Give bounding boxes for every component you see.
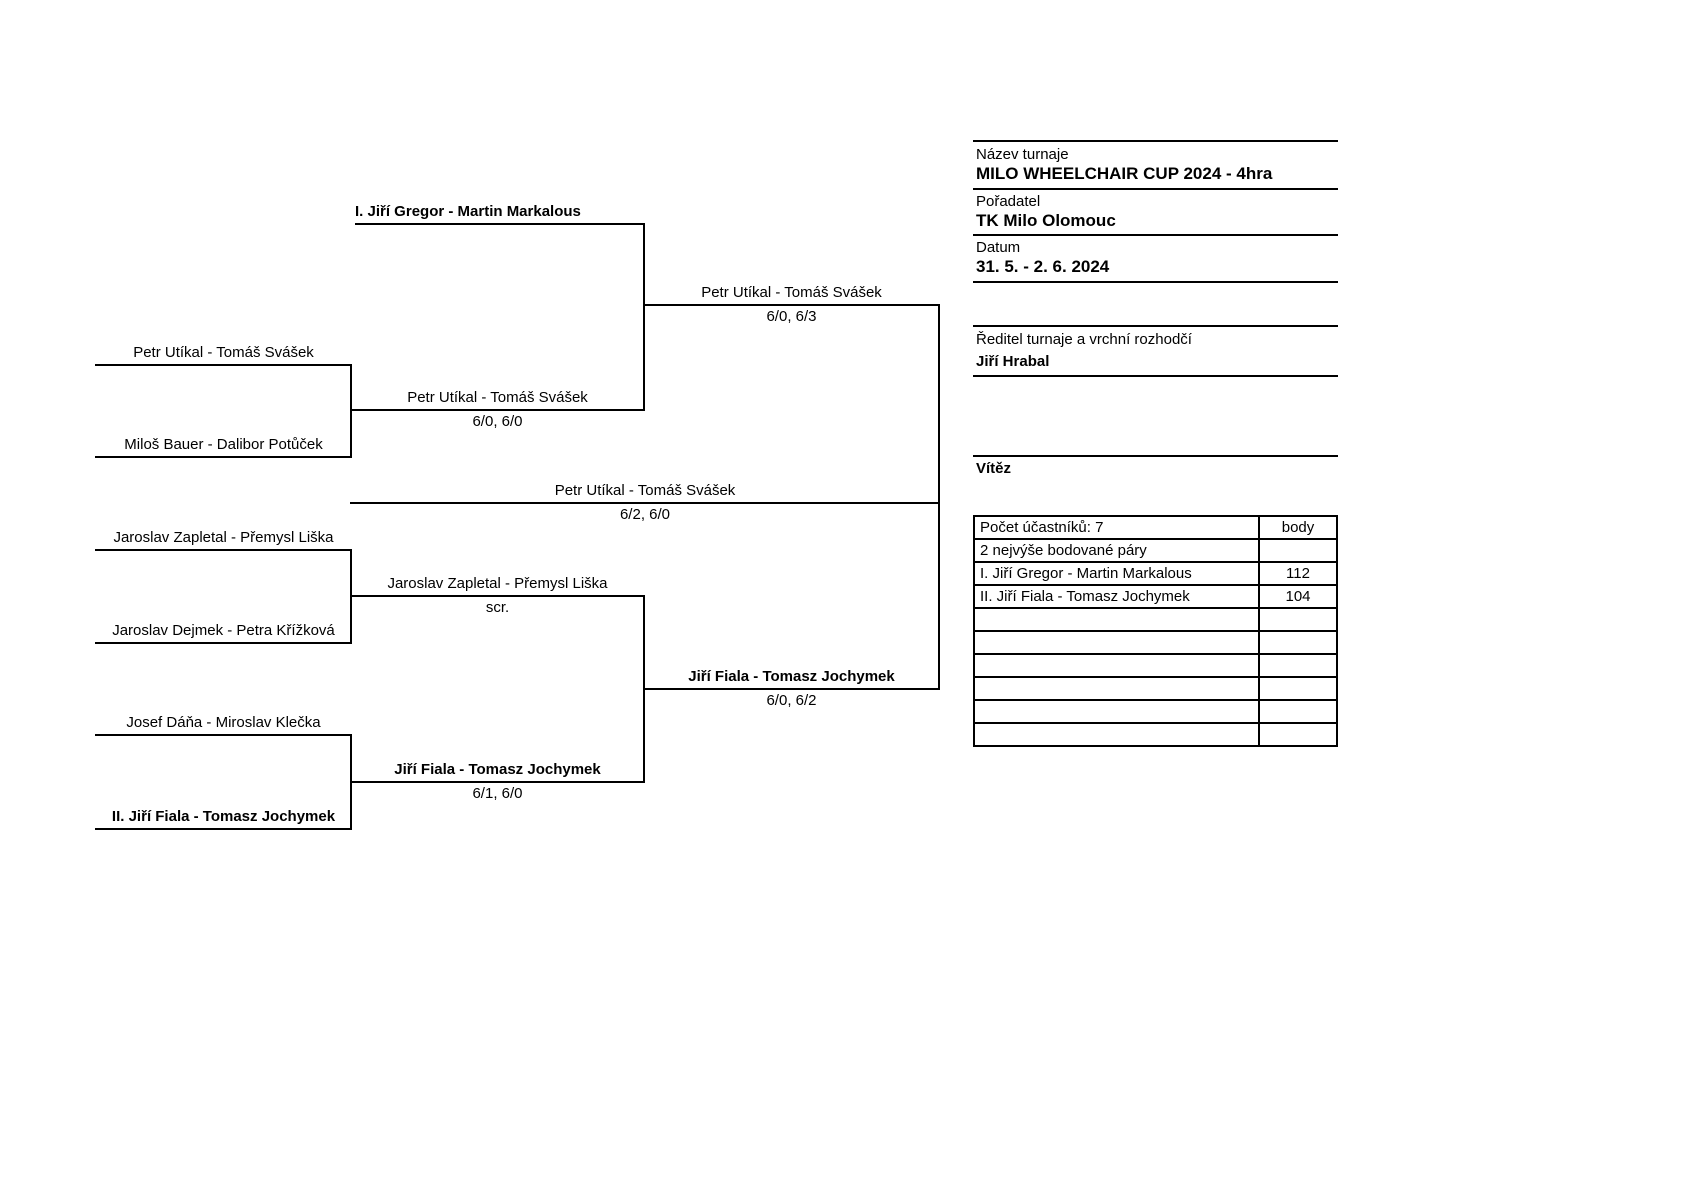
bracket-connector-1 [350,364,352,458]
points-table-row: II. Jiří Fiala - Tomasz Jochymek 104 [973,584,1338,609]
tournament-name: MILO WHEELCHAIR CUP 2024 - 4hra [976,164,1273,183]
date-value: 31. 5. - 2. 6. 2024 [976,257,1110,276]
info-rule-7 [973,455,1338,457]
director-label: Ředitel turnaje a vrchní rozhodčí [976,331,1192,348]
organizer-label: Pořadatel [976,193,1041,210]
points-table-row: Počet účastníků: 7 body [973,515,1338,540]
director-name: Jiří Hrabal [976,353,1050,370]
points-cell [1258,699,1338,724]
bracket-line-qf1 [350,409,645,411]
team-r1-6: Josef Dáňa - Miroslav Klečka [126,714,321,731]
organizer-name: TK Milo Olomouc [976,211,1116,230]
team-r1-5: Jaroslav Dejmek - Petra Křížková [112,622,335,639]
pair-cell [973,607,1260,632]
points-table-row [973,607,1338,632]
qf1-winner: Petr Utíkal - Tomáš Svášek [407,389,588,406]
info-rule-1 [973,140,1338,142]
bracket-line-r1-4 [95,549,352,551]
bracket-line-r1-5 [95,642,352,644]
bracket-line-r1-6 [95,734,352,736]
date-label: Datum [976,239,1021,256]
points-cell [1258,607,1338,632]
bracket-line-qf3 [350,781,645,783]
pair-cell [973,630,1260,655]
champion-score: 6/2, 6/0 [619,506,671,523]
points-table-row [973,653,1338,678]
points-cell [1258,538,1338,563]
pair-cell: I. Jiří Gregor - Martin Markalous [973,561,1260,586]
points-table-row [973,699,1338,724]
bracket-connector-2 [350,549,352,644]
points-cell [1258,653,1338,678]
points-table-row: 2 nejvýše bodované páry [973,538,1338,563]
sf1-winner: Petr Utíkal - Tomáš Svášek [701,284,882,301]
qf2-winner: Jaroslav Zapletal - Přemysl Liška [387,575,608,592]
bracket-line-qf2 [350,595,645,597]
team-seed2: II. Jiří Fiala - Tomasz Jochymek [111,808,336,825]
pair-cell: 2 nejvýše bodované páry [973,538,1260,563]
points-cell: body [1258,515,1338,540]
bracket-connector-final [938,304,940,690]
bracket-line-r1-7 [95,828,352,830]
bracket-line-final [350,502,940,504]
sf2-score: 6/0, 6/2 [766,692,817,709]
points-cell: 104 [1258,584,1338,609]
points-table-row [973,630,1338,655]
sf2-winner: Jiří Fiala - Tomasz Jochymek [688,668,895,685]
info-rule-2 [973,188,1338,190]
info-rule-3 [973,234,1338,236]
pair-cell [973,722,1260,747]
points-table-row [973,722,1338,747]
team-r1-4: Jaroslav Zapletal - Přemysl Liška [113,529,334,546]
pair-cell [973,676,1260,701]
points-cell: 112 [1258,561,1338,586]
pair-cell [973,653,1260,678]
points-cell [1258,630,1338,655]
pair-cell: Počet účastníků: 7 [973,515,1260,540]
points-table: Počet účastníků: 7 body 2 nejvýše bodova… [973,515,1338,747]
team-seed1: I. Jiří Gregor - Martin Markalous [355,203,581,220]
bracket-line-r1-2 [95,364,352,366]
champion-name: Petr Utíkal - Tomáš Svášek [554,482,736,499]
qf1-score: 6/0, 6/0 [472,413,523,430]
bracket-line-sf2 [643,688,940,690]
points-cell [1258,722,1338,747]
bracket-line-sf1 [643,304,940,306]
info-rule-6 [973,375,1338,377]
points-table-row [973,676,1338,701]
winner-label: Vítěz [976,460,1012,477]
sf1-score: 6/0, 6/3 [766,308,817,325]
bracket-connector-3 [350,734,352,830]
team-r1-3: Miloš Bauer - Dalibor Potůček [124,436,323,453]
qf3-score: 6/1, 6/0 [472,785,523,802]
bracket-connector-5 [643,595,645,783]
bracket-line-r1-3 [95,456,352,458]
bracket-connector-4 [643,223,645,411]
info-rule-4 [973,281,1338,283]
pair-cell [973,699,1260,724]
tournament-name-label: Název turnaje [976,146,1069,163]
info-rule-5 [973,325,1338,327]
qf2-score: scr. [485,599,510,616]
points-table-row: I. Jiří Gregor - Martin Markalous 112 [973,561,1338,586]
team-r1-2: Petr Utíkal - Tomáš Svášek [133,344,314,361]
qf3-winner: Jiří Fiala - Tomasz Jochymek [394,761,601,778]
pair-cell: II. Jiří Fiala - Tomasz Jochymek [973,584,1260,609]
bracket-line-seed1 [355,223,645,225]
points-cell [1258,676,1338,701]
